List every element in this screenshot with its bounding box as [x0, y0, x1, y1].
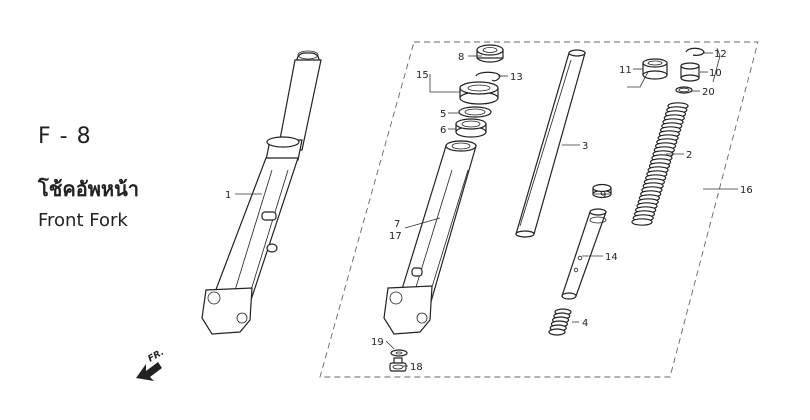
callout-15: 15 [416, 70, 429, 81]
callout-6: 6 [440, 125, 446, 136]
callout-8: 8 [458, 52, 464, 63]
part-fork-spring [631, 102, 689, 226]
callout-3: 3 [582, 141, 588, 152]
callout-7: 7 [394, 219, 400, 230]
callout-10: 10 [709, 68, 722, 79]
callout-16: 16 [740, 185, 753, 196]
part-fork-assembly [201, 50, 322, 335]
diagram-title-english: Front Fork [38, 210, 128, 231]
callout-12: 12 [714, 49, 727, 60]
part-stopper-ring [475, 71, 501, 82]
callout-13: 13 [510, 72, 523, 83]
callout-17: 17 [389, 231, 402, 242]
part-o-ring [675, 86, 693, 94]
callout-19: 19 [371, 337, 384, 348]
part-sealing-washer [390, 349, 408, 357]
callout-18: 18 [410, 362, 423, 373]
callout-2: 2 [686, 150, 692, 161]
part-guide-bushing [455, 118, 487, 138]
part-fork-pipe [515, 49, 586, 238]
part-outer-tube [383, 140, 477, 335]
front-direction-arrow-icon: FR. [136, 348, 166, 381]
spring-coil [548, 328, 566, 336]
part-dust-seal [476, 44, 504, 63]
front-direction-label: FR. [147, 348, 166, 365]
leader-lines [235, 47, 738, 367]
part-fork-piston [561, 208, 607, 300]
callout-5: 5 [440, 109, 446, 120]
callout-11: 11 [619, 65, 632, 76]
part-rebound-spring [548, 308, 572, 336]
part-spring-collar [680, 62, 700, 82]
callout-4: 4 [582, 318, 588, 329]
diagram-code: F - 8 [38, 124, 92, 149]
part-circlip [685, 47, 705, 56]
assembly-boundary [319, 41, 759, 378]
callout-14: 14 [605, 252, 618, 263]
callout-1: 1 [225, 190, 231, 201]
diagram-title-thai: โช้คอัพหน้า [38, 177, 139, 201]
part-fork-bolt [642, 58, 668, 80]
part-socket-bolt [389, 357, 407, 372]
part-piston-ring [592, 183, 612, 199]
callout-9: 9 [600, 190, 606, 201]
callout-20: 20 [702, 87, 715, 98]
part-oil-seal [459, 81, 499, 105]
spring-coil [631, 218, 653, 226]
part-back-up-ring [458, 106, 492, 118]
